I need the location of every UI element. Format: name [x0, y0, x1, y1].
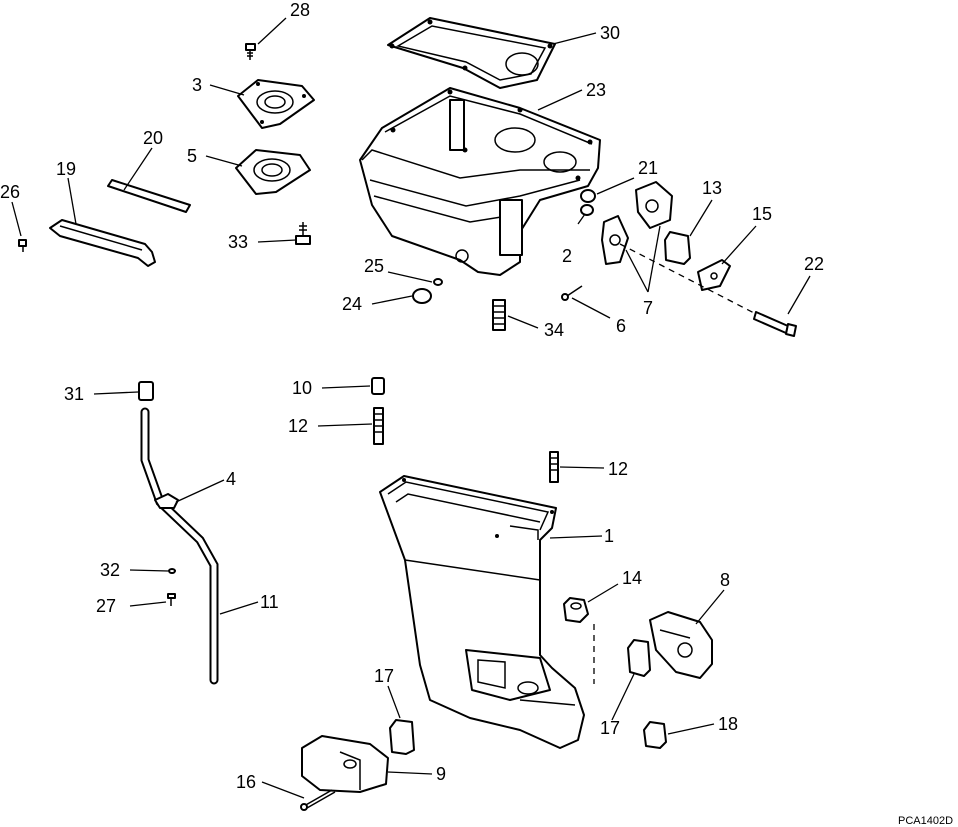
part-seal-19 [49, 219, 156, 267]
callout-20: 20 [143, 128, 163, 148]
part-clamp-4 [154, 493, 179, 509]
part-screw-27 [167, 593, 176, 606]
part-screw-28 [245, 43, 256, 60]
callout-27: 27 [96, 596, 116, 616]
callout-1: 1 [604, 526, 614, 546]
callout-17-left: 17 [374, 666, 394, 686]
callout-8: 8 [720, 570, 730, 590]
callout-16: 16 [236, 772, 256, 792]
callout-30: 30 [600, 23, 620, 43]
callout-26: 26 [0, 182, 20, 202]
callout-22: 22 [804, 254, 824, 274]
callout-24: 24 [342, 294, 362, 314]
part-stud-12-lower [549, 451, 559, 483]
part-cap-10 [371, 377, 385, 395]
part-adapter-23 [359, 87, 601, 276]
leader-lines [11, 17, 811, 799]
part-bracket-15 [697, 259, 731, 291]
part-tube-11 [140, 407, 219, 685]
callout-13: 13 [702, 178, 722, 198]
part-screw-26 [18, 239, 27, 252]
part-gasket-5 [235, 149, 311, 195]
callout-3: 3 [192, 75, 202, 95]
part-cap-31 [138, 381, 154, 401]
callout-28: 28 [290, 0, 310, 20]
part-washer-32 [168, 568, 176, 574]
part-screw-6 [561, 285, 583, 301]
callout-11: 11 [260, 592, 279, 612]
part-stud-12-upper [373, 407, 384, 445]
part-nut-21 [580, 189, 596, 216]
callout-9: 9 [436, 764, 446, 784]
part-bracket-8 [649, 611, 713, 679]
part-mount-7 [601, 181, 673, 265]
part-mount-14 [563, 597, 589, 623]
callout-7: 7 [643, 298, 653, 318]
figure-code: PCA1402D [898, 815, 953, 827]
part-plug-24 [412, 288, 432, 304]
callout-labels: 28 30 3 23 20 5 19 26 21 13 15 33 2 22 2… [0, 0, 824, 792]
part-block-18 [643, 721, 667, 749]
part-block-17-left [389, 719, 415, 755]
part-housing-1 [379, 475, 585, 749]
callout-23: 23 [586, 80, 606, 100]
part-block-17-right [627, 639, 651, 677]
callout-12-upper: 12 [288, 416, 308, 436]
callout-15: 15 [752, 204, 772, 224]
callout-18: 18 [718, 714, 738, 734]
part-bolt-22 [753, 311, 797, 337]
callout-34: 34 [544, 320, 564, 340]
callout-10: 10 [292, 378, 312, 398]
callout-2: 2 [562, 246, 572, 266]
part-cover-9 [301, 735, 389, 793]
callout-21: 21 [638, 158, 658, 178]
part-bolt-33 [295, 222, 311, 245]
callout-19: 19 [56, 159, 76, 179]
part-stud-34 [492, 299, 506, 331]
callout-14: 14 [622, 568, 642, 588]
part-gasket-30 [387, 17, 556, 89]
assembly-axis-line [619, 243, 757, 315]
callout-5: 5 [187, 146, 197, 166]
callout-25: 25 [364, 256, 384, 276]
part-bolt-16 [300, 789, 336, 811]
callout-32: 32 [100, 560, 120, 580]
part-oring-25 [433, 278, 443, 286]
callout-17-right: 17 [600, 718, 620, 738]
callout-4: 4 [226, 469, 236, 489]
callout-33: 33 [228, 232, 248, 252]
part-block-13 [664, 231, 691, 265]
callout-6: 6 [616, 316, 626, 336]
part-rod-20 [107, 179, 191, 213]
part-cover-3 [237, 79, 315, 129]
callout-12-lower: 12 [608, 459, 628, 479]
callout-31: 31 [64, 384, 84, 404]
